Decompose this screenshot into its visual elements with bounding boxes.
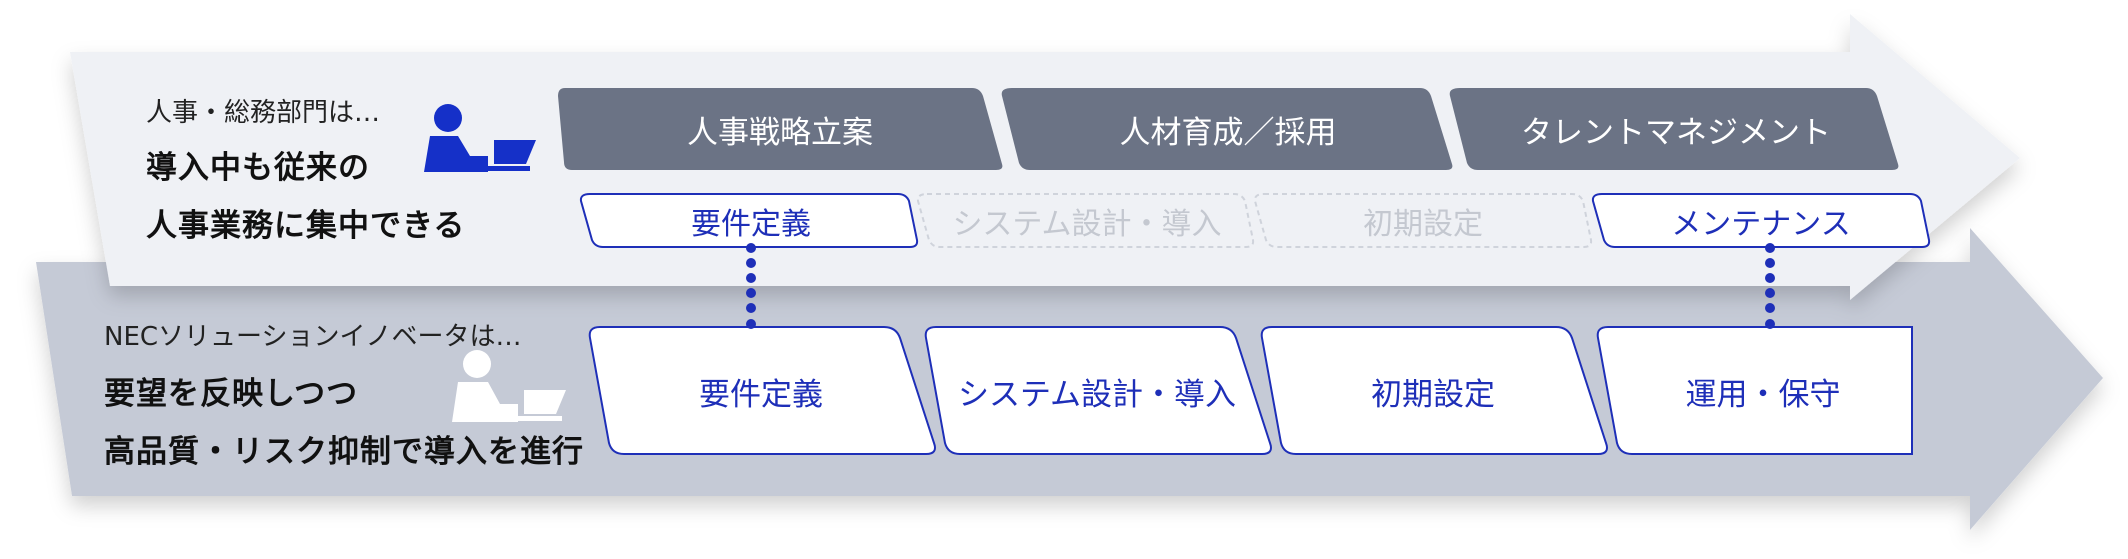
- upper-headline-line2: 人事業務に集中できる: [146, 208, 466, 244]
- upper-intro: 人事・総務部門は…: [146, 98, 381, 128]
- phase-label-active: メンテナンス: [1671, 207, 1851, 242]
- category-label: 人材育成／採用: [1119, 114, 1337, 151]
- lower-headline-line1: 要望を反映しつつ: [104, 376, 359, 412]
- person-at-laptop-icon: [452, 350, 566, 422]
- dotted-connector: [1765, 243, 1775, 329]
- phase-label-active: 要件定義: [691, 207, 811, 242]
- category-banner: [558, 88, 1003, 170]
- phase-pill-inactive: [1253, 193, 1593, 248]
- lower-phase-box: [1260, 326, 1608, 455]
- phase-pill-active: [579, 193, 919, 248]
- lower-phase-label: 初期設定: [1371, 376, 1495, 413]
- lower-phase-label: 運用・保守: [1685, 376, 1841, 413]
- dotted-connector: [746, 243, 756, 329]
- lower-phase-box: [588, 326, 936, 455]
- lower-phase-box: [924, 326, 1272, 455]
- lower-intro: NECソリューションイノベータは…: [104, 322, 522, 352]
- lower-phase-label: 要件定義: [699, 376, 823, 413]
- category-banner: [1001, 88, 1453, 170]
- lower-phase-label: システム設計・導入: [957, 376, 1237, 413]
- phase-pill-inactive: [916, 193, 1255, 248]
- phase-label-inactive: 初期設定: [1363, 207, 1483, 242]
- person-at-laptop-icon: [424, 104, 536, 172]
- upper-headline-line1: 導入中も従来の: [146, 150, 370, 186]
- lower-phase-box: [1596, 326, 1913, 455]
- category-label: 人事戦略立案: [687, 114, 873, 151]
- category-label: タレントマネジメント: [1521, 114, 1831, 151]
- category-banner: [1449, 88, 1899, 170]
- lower-headline-line2: 高品質・リスク抑制で導入を進行: [104, 434, 584, 470]
- phase-pill-active: [1591, 193, 1931, 248]
- phase-label-inactive: システム設計・導入: [952, 207, 1222, 242]
